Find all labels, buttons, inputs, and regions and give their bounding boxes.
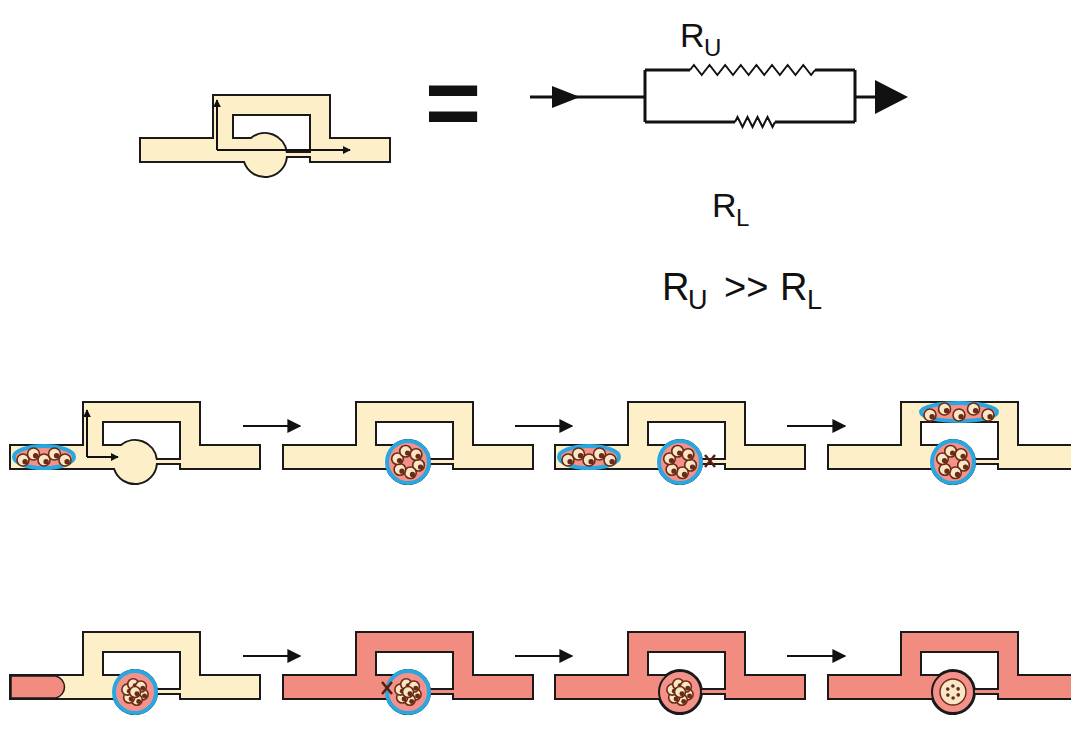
resistor-label: L <box>736 206 749 230</box>
resistor-label: R <box>780 268 807 306</box>
resistor-label: L <box>807 287 822 314</box>
resistor-label: >> <box>724 268 768 306</box>
resistor-label: R <box>662 268 689 306</box>
resistor-label: R <box>680 18 705 52</box>
resistor-label: U <box>688 287 708 314</box>
resistor-label: R <box>712 188 737 222</box>
resistor-label: U <box>704 36 721 60</box>
equals-sign: = <box>425 55 481 151</box>
